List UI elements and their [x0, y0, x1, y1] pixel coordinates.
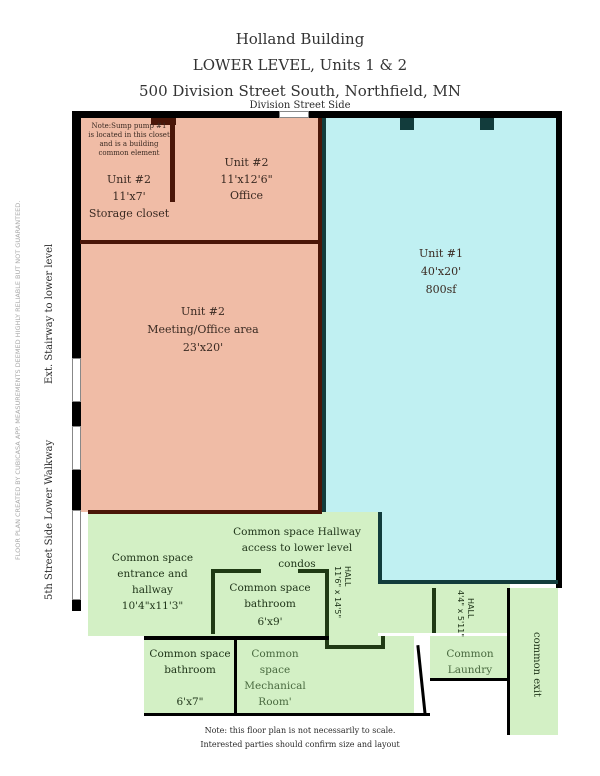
office-name: Office	[229, 189, 264, 202]
wall	[325, 645, 385, 649]
wall	[211, 569, 261, 573]
wall	[144, 713, 430, 716]
wall	[151, 118, 176, 125]
sump-pump-note: Note:Sump pump #1 is located in this clo…	[88, 122, 170, 157]
meeting-size: 23'x20'	[182, 341, 224, 354]
bath1-size: 6'x9'	[257, 616, 283, 628]
wall	[325, 569, 329, 649]
credit-text: FLOOR PLAN CREATED BY CUBICASA APP. MEAS…	[14, 200, 22, 560]
north-wall	[72, 111, 562, 118]
column	[480, 118, 494, 130]
office-unit: Unit #2	[224, 156, 269, 169]
wall	[170, 118, 175, 202]
footer-note-1: Note: this floor plan is not necessarily…	[204, 726, 396, 735]
building-title: Holland Building	[235, 30, 365, 48]
mechanical-label: Common space Mechanical Room'	[244, 648, 306, 708]
wall	[416, 645, 427, 715]
hall2-label: HALL	[466, 598, 475, 619]
window	[72, 510, 81, 600]
storage-size: 11'x7'	[112, 190, 146, 203]
entrance-size: 10'4"x11'3"	[121, 600, 184, 612]
mechanical-area	[144, 636, 414, 716]
top-side-label: Division Street Side	[249, 100, 351, 111]
bath2-size: 6'x7"	[176, 696, 204, 708]
wall	[378, 580, 558, 584]
laundry-area	[430, 636, 510, 680]
common-hall-area	[378, 583, 510, 633]
wall	[88, 510, 322, 514]
level-title: LOWER LEVEL, Units 1 & 2	[192, 56, 408, 74]
wall	[507, 588, 510, 735]
hall1-size: 11'6" x 14'5"	[333, 566, 342, 619]
office-size: 11'x12'6"	[220, 173, 273, 186]
wall	[378, 512, 382, 582]
walkway-label: 5th Street Side Lower Walkway	[44, 439, 55, 600]
bath1-label: Common space bathroom	[229, 582, 311, 610]
address: 500 Division Street South, Northfield, M…	[139, 82, 461, 100]
wall	[211, 569, 215, 634]
storage-name: Storage closet	[88, 207, 170, 220]
hallway-label: Common space Hallway access to lower lev…	[233, 526, 361, 570]
unit1-unit: Unit #1	[418, 247, 463, 260]
wall	[80, 240, 322, 244]
laundry-label: Common Laundry	[446, 648, 494, 676]
footer-note-2: Interested parties should confirm size a…	[200, 740, 400, 749]
column	[400, 118, 414, 130]
window	[72, 426, 81, 470]
stairway-label: Ext. Stairway to lower level	[44, 243, 55, 384]
exit-label: common exit	[531, 632, 542, 697]
unit2-area	[80, 118, 322, 512]
wall	[381, 636, 385, 649]
wall	[430, 678, 510, 681]
unit1-area	[322, 118, 558, 583]
exit-area	[510, 588, 558, 735]
hall1-label: HALL	[343, 566, 352, 587]
meeting-name: Meeting/Office area	[147, 323, 259, 336]
meeting-unit: Unit #2	[180, 305, 225, 318]
entrance-label: Common space entrance and hallway	[111, 552, 194, 596]
wall	[322, 118, 326, 512]
wall	[234, 636, 237, 716]
hall2-size: 4'4" x 5'11"	[456, 590, 465, 638]
bath2-label: Common space bathroom	[149, 648, 231, 676]
storage-unit: Unit #2	[106, 173, 151, 186]
east-wall	[556, 111, 562, 588]
window	[279, 111, 309, 118]
wall	[318, 118, 323, 512]
wall	[432, 588, 436, 633]
common-entrance-area	[88, 512, 378, 636]
wall	[298, 569, 328, 573]
unit1-area-text: 800sf	[425, 283, 457, 296]
window	[72, 358, 81, 402]
unit1-size: 40'x20'	[420, 265, 462, 278]
